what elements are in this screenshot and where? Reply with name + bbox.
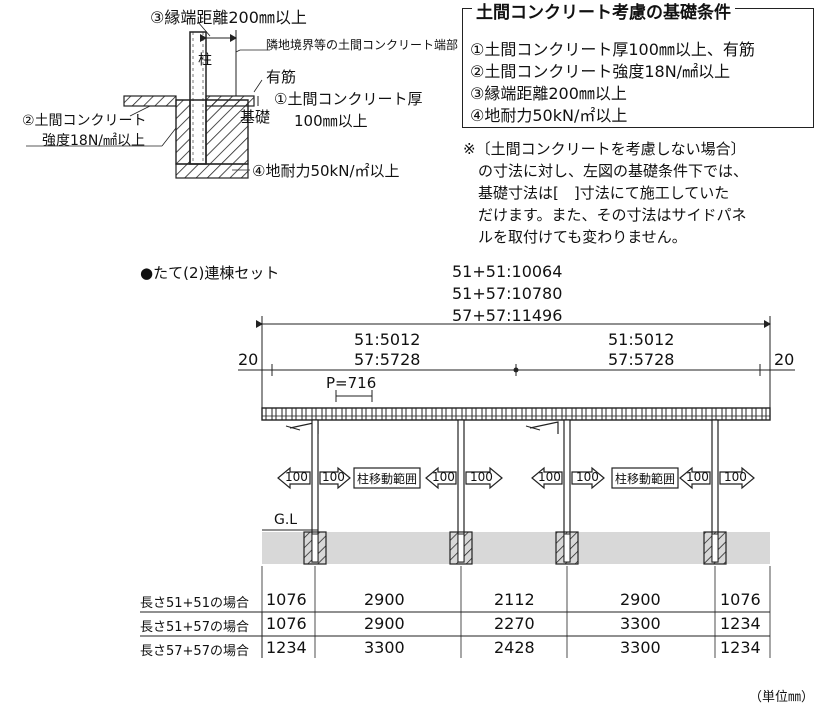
set-title: ●たて(2)連棟セット (140, 264, 280, 282)
slab-thickness-label: ①土間コンクリート厚 (274, 90, 423, 108)
condition-item: ①土間コンクリート厚100㎜以上、有筋 (470, 40, 755, 59)
table-cell: 2900 (364, 614, 405, 633)
table-cell: 2428 (494, 638, 535, 657)
rebar-label: 有筋 (266, 68, 297, 86)
arrow-value: 100 (285, 470, 308, 484)
pitch-label: P=716 (326, 374, 377, 392)
conditions-note: ※〔土間コンクリートを考慮しない場合〕 の寸法に対し、左図の基礎条件下では、 基… (463, 140, 749, 246)
right-unit-57: 57:5728 (608, 350, 675, 369)
edge-distance-label: ③縁端距離200㎜以上 (150, 8, 307, 27)
conditions-title: 土間コンクリート考慮の基礎条件 (472, 0, 735, 23)
arrow-value: 100 (470, 470, 493, 484)
table-cell: 1234 (266, 638, 307, 657)
condition-item: ②土間コンクリート強度18N/㎟以上 (470, 62, 731, 81)
total-length-51-57: 51+57:10780 (452, 284, 563, 303)
row-label: 長さ51+51の場合 (140, 596, 249, 611)
total-length-57-57: 57+57:11496 (452, 306, 563, 325)
table-cell: 1076 (266, 590, 307, 609)
total-length-51-51: 51+51:10064 (452, 262, 563, 281)
table-cell: 1076 (720, 590, 761, 609)
ground-level-label: G.L (274, 512, 298, 528)
bearing-label: ④地耐力50kN/㎡以上 (252, 162, 400, 180)
row-label: 長さ57+57の場合 (140, 644, 249, 659)
arrow-value: 100 (686, 470, 709, 484)
table-cell: 2112 (494, 590, 535, 609)
table-cell: 1076 (266, 614, 307, 633)
move-range-label: 柱移動範囲 (615, 472, 676, 486)
left-unit-51: 51:5012 (354, 330, 421, 349)
table-cell: 3300 (620, 614, 661, 633)
table-cell: 2900 (620, 590, 661, 609)
row-label: 長さ51+57の場合 (140, 620, 249, 635)
arrow-value: 100 (576, 470, 599, 484)
arrow-value: 100 (432, 470, 455, 484)
condition-item: ④地耐力50kN/㎡以上 (470, 106, 628, 125)
table-cell: 3300 (364, 638, 405, 657)
condition-item: ③縁端距離200㎜以上 (470, 84, 627, 103)
slab-strength-value: 強度18N/㎟以上 (42, 133, 146, 149)
foundation-detail-drawing (26, 21, 270, 179)
table-cell: 2900 (364, 590, 405, 609)
right-unit-51: 51:5012 (608, 330, 675, 349)
conditions-box (462, 8, 814, 128)
pillar-label: 柱 (196, 52, 212, 66)
boundary-label: 隣地境界等の土間コンクリート端部 (266, 38, 459, 52)
arrow-value: 100 (724, 470, 747, 484)
left-unit-57: 57:5728 (354, 350, 421, 369)
table-cell: 2270 (494, 614, 535, 633)
table-cell: 1234 (720, 614, 761, 633)
table-cell: 1234 (720, 638, 761, 657)
overhang-left: 20 (238, 350, 259, 369)
arrow-value: 100 (322, 470, 345, 484)
slab-strength-label: ②土間コンクリート (22, 113, 147, 129)
slab-thickness-value: 100㎜以上 (294, 112, 368, 130)
overhang-right: 20 (774, 350, 795, 369)
arrow-value: 100 (538, 470, 561, 484)
move-range-label: 柱移動範囲 (357, 472, 418, 486)
table-cell: 3300 (620, 638, 661, 657)
unit-label: （単位㎜） (748, 690, 814, 705)
foundation-label: 基礎 (240, 108, 271, 126)
